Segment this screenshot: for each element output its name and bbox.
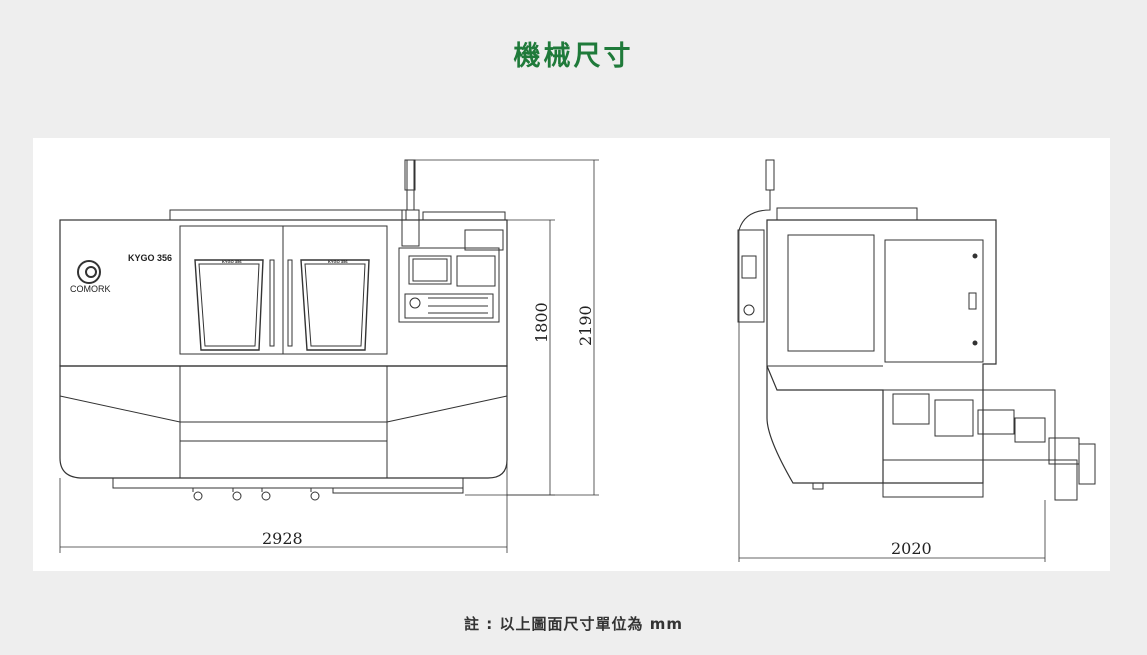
brand-label: COMORK bbox=[70, 284, 111, 294]
width-dimension: 2928 bbox=[262, 529, 303, 548]
drawing-panel: KYGO 356 COMORK KYGO 356 KYGO 356 2928 1… bbox=[33, 138, 1110, 571]
height-dimension-2190: 2190 bbox=[576, 305, 595, 346]
height-dimension-1800: 1800 bbox=[532, 302, 551, 343]
front-view-drawing bbox=[59, 159, 599, 553]
door-label-right: KYGO 356 bbox=[328, 259, 348, 264]
page-title: 機械尺寸 bbox=[513, 41, 634, 72]
side-view-drawing bbox=[737, 159, 1096, 562]
model-label: KYGO 356 bbox=[128, 253, 172, 263]
units-footnote: 註 : 以上圖面尺寸單位為 mm bbox=[464, 615, 683, 633]
door-label-left: KYGO 356 bbox=[222, 259, 242, 264]
depth-dimension: 2020 bbox=[891, 539, 932, 558]
